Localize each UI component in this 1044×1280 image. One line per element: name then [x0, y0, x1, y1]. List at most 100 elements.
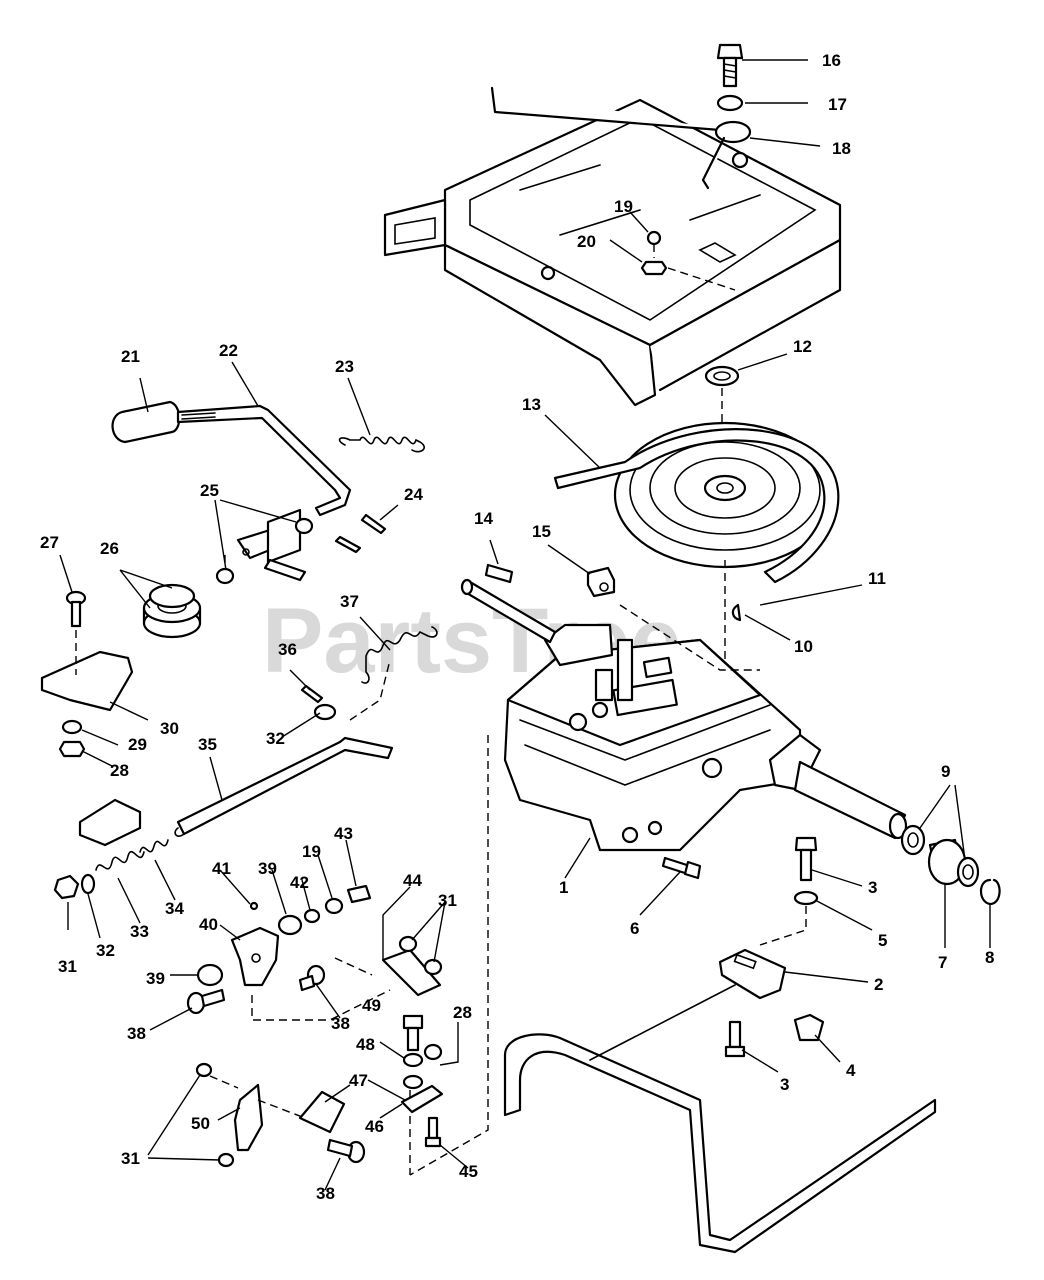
callout-50: 50 [191, 1114, 210, 1133]
bracket-15 [586, 566, 616, 598]
axle-bracket-2 [718, 948, 787, 1000]
callout-27: 27 [40, 533, 59, 552]
callout-3-upper: 3 [868, 878, 877, 897]
nut-28b [423, 1043, 443, 1061]
spring-37 [361, 626, 438, 684]
washer-19b [324, 897, 344, 915]
callout-47: 47 [349, 1071, 368, 1090]
callout-34: 34 [165, 899, 184, 918]
callout-49: 49 [362, 996, 381, 1015]
washer-25a [294, 517, 314, 535]
flange-nut-4 [793, 1013, 825, 1042]
rod-guide-bracket [78, 798, 142, 847]
callout-1: 1 [559, 878, 568, 897]
washer-48b [402, 1074, 424, 1090]
callout-17: 17 [828, 95, 847, 114]
callout-38-bottom: 38 [316, 1184, 335, 1203]
idler-bracket-30 [40, 650, 134, 712]
spring-33 [95, 850, 145, 871]
callout-10: 10 [794, 637, 813, 656]
idler-pulley-26 [142, 583, 202, 639]
nut-31d [217, 1152, 235, 1168]
pivot-bracket-25 [236, 508, 307, 582]
callout-43: 43 [334, 824, 353, 843]
callout-2: 2 [874, 975, 883, 994]
shift-lever-rod [490, 86, 752, 190]
callout-22: 22 [219, 341, 238, 360]
washer-17 [716, 94, 744, 112]
callout-23: 23 [335, 357, 354, 376]
callout-24: 24 [404, 485, 423, 504]
callout-25: 25 [200, 481, 219, 500]
nut-31b2 [423, 958, 443, 976]
chassis-frame [383, 98, 842, 407]
key-14 [484, 563, 514, 584]
washer-42 [303, 908, 321, 924]
washer-32a [313, 703, 337, 721]
spring-23 [338, 436, 425, 453]
key-10 [731, 603, 742, 622]
callout-48: 48 [356, 1035, 375, 1054]
callout-labels: 16 17 18 19 20 12 13 14 15 11 10 9 1 6 3… [40, 51, 994, 1203]
callout-12: 12 [793, 337, 812, 356]
callout-38-left: 38 [127, 1024, 146, 1043]
bolt-16 [716, 43, 744, 88]
washer-5 [793, 890, 819, 906]
bushing-39a [277, 914, 303, 936]
washer-29 [61, 719, 83, 735]
drive-belt [553, 428, 840, 584]
callout-14: 14 [474, 509, 493, 528]
washer-48 [402, 1052, 424, 1068]
clutch-lever-40 [230, 926, 280, 987]
callout-30: 30 [160, 719, 179, 738]
spring-34 [139, 839, 169, 853]
callout-16: 16 [822, 51, 841, 70]
callout-8: 8 [985, 948, 994, 967]
lever-50 [233, 1083, 264, 1152]
bolt-38b [298, 964, 326, 992]
callout-11: 11 [868, 569, 886, 588]
nut-31a [53, 874, 80, 900]
retaining-ring-8 [979, 878, 1001, 906]
callout-26: 26 [100, 539, 119, 558]
washer-25b [215, 567, 235, 585]
washer-19 [646, 230, 662, 246]
callout-6: 6 [630, 919, 639, 938]
callout-44: 44 [403, 871, 422, 890]
screw-45 [424, 1116, 442, 1148]
callout-38-mid: 38 [331, 1014, 350, 1033]
callout-7: 7 [938, 953, 947, 972]
nut-28 [58, 740, 86, 758]
callout-37: 37 [340, 592, 359, 611]
shift-knob-21 [111, 400, 181, 444]
callout-41: 41 [212, 859, 231, 878]
leader-lines [59, 59, 991, 1191]
bushing-39b [196, 963, 224, 987]
nut-20 [640, 260, 668, 276]
cotter-pin-36 [300, 684, 324, 704]
callout-32-upper: 32 [266, 729, 285, 748]
callout-40: 40 [199, 915, 218, 934]
retaining-ring-12 [704, 365, 740, 387]
callout-42: 42 [290, 873, 309, 892]
callout-9: 9 [941, 762, 950, 781]
screw-43 [346, 884, 372, 904]
callout-15: 15 [532, 522, 551, 541]
bracket-47 [298, 1090, 346, 1134]
nut-31c [195, 1062, 213, 1078]
bolt-38a [186, 988, 226, 1015]
carriage-bolt-27 [65, 590, 87, 628]
bolt-49 [402, 1014, 424, 1052]
tow-frame [503, 1033, 937, 1254]
collar-7 [927, 838, 967, 886]
cotter-pin-24a [334, 535, 362, 554]
callout-32-lower: 32 [96, 941, 115, 960]
callout-31-right: 31 [438, 891, 457, 910]
bolt-38c [326, 1138, 366, 1164]
fitting-41 [249, 901, 259, 911]
callout-28b: 28 [453, 1003, 472, 1022]
callout-39-lower: 39 [146, 969, 165, 988]
callout-31-left: 31 [58, 957, 77, 976]
callout-36: 36 [278, 640, 297, 659]
